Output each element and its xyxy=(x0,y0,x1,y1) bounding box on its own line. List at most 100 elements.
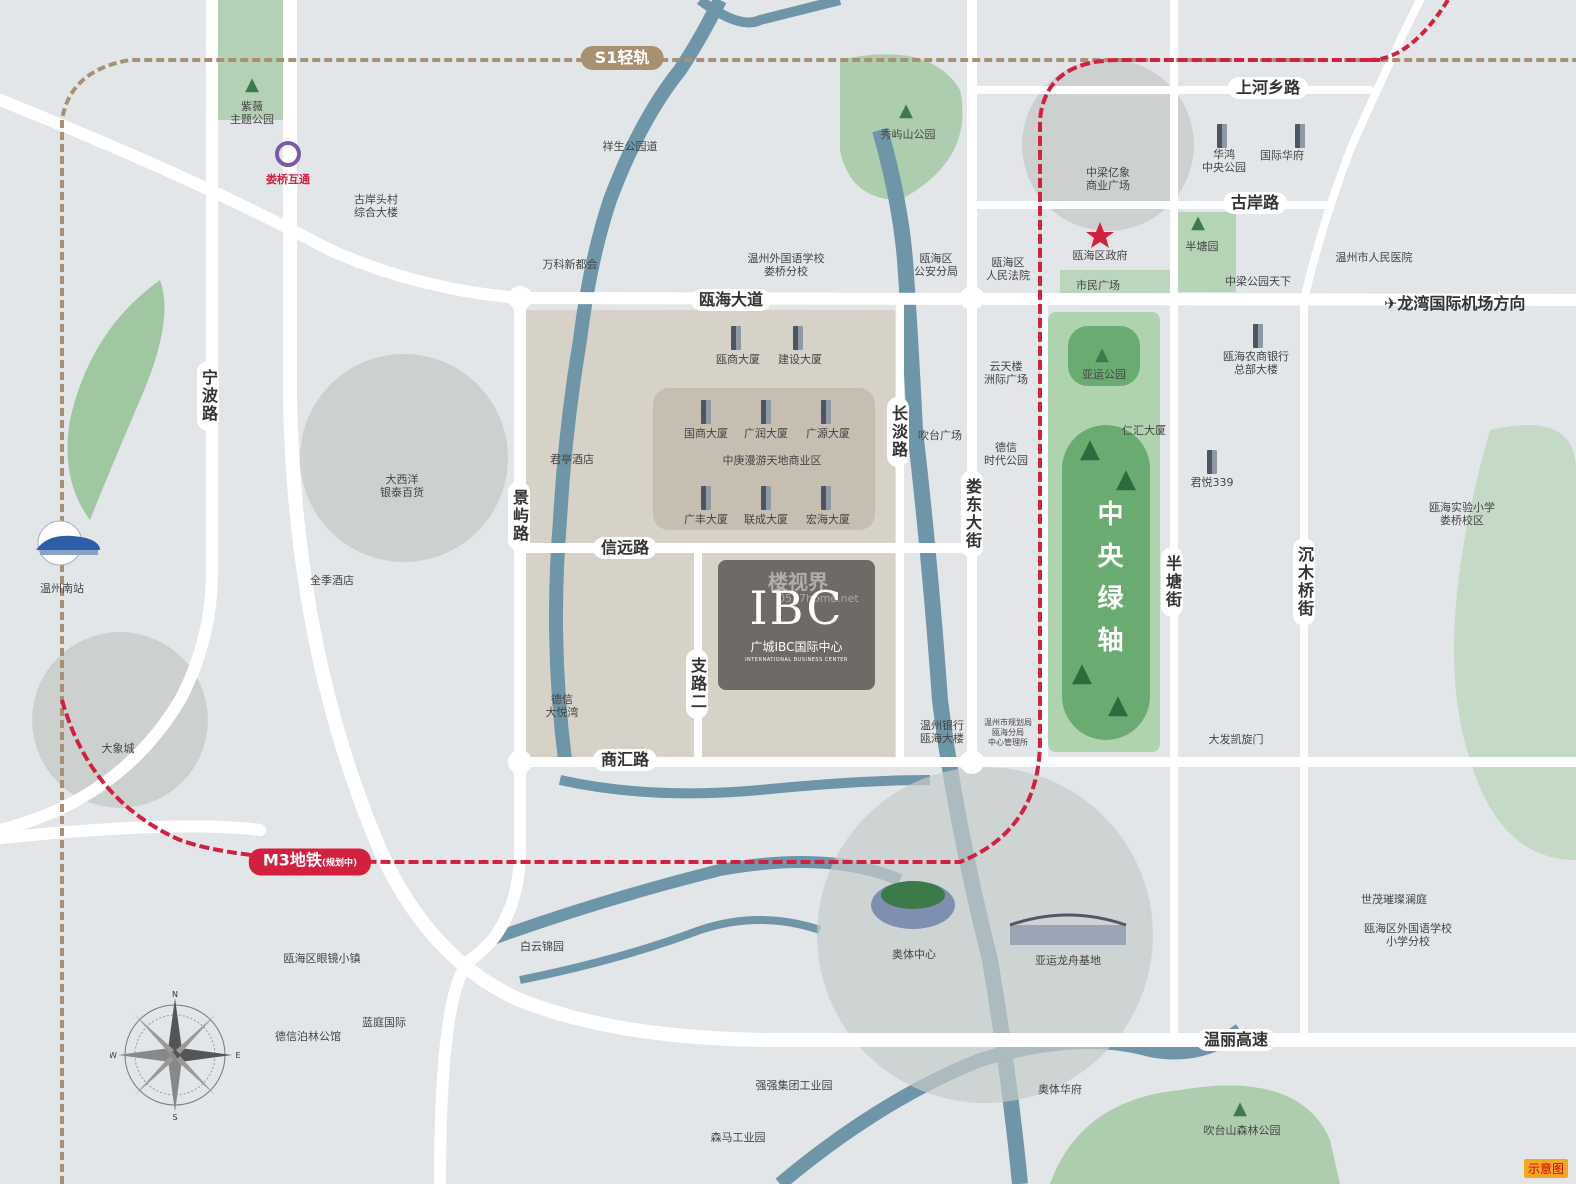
road-shanghui: 商汇路 xyxy=(592,749,658,771)
building-icon xyxy=(1207,450,1217,474)
tree-icon: ▲ xyxy=(1116,464,1136,494)
place-zhongliang-tianxia: 中梁公园天下 xyxy=(1225,275,1291,288)
place-wenzhou-bank: 温州银行瓯海大楼 xyxy=(920,719,964,745)
m3-rail-label[interactable]: M3地铁(规划中) xyxy=(248,848,372,876)
road-zhilu2: 支路二 xyxy=(686,649,708,719)
compass-south: S xyxy=(172,1113,177,1120)
place-guoji-huafu: 国际华府 xyxy=(1260,149,1304,162)
place-bolin: 德信泊林公馆 xyxy=(275,1030,341,1043)
place-dragon-boat-base: 亚运龙舟基地 xyxy=(1035,954,1101,967)
road-changdan: 长淡路 xyxy=(887,397,909,467)
s1-rail-text: S1轻轨 xyxy=(594,48,650,67)
place-bantang-park: 半塘园 xyxy=(1185,240,1219,253)
place-quanji-hotel: 全季酒店 xyxy=(310,574,354,587)
place-guoshang: 国商大厦 xyxy=(684,427,728,440)
place-zhonggeng: 中庚漫游天地商业区 xyxy=(722,454,822,467)
road-loudong: 娄东大街 xyxy=(961,470,983,558)
road-ouhai: 瓯海大道 xyxy=(690,289,772,311)
building-icon xyxy=(821,400,831,424)
compass-rose: N S E W xyxy=(110,990,240,1120)
central-green-axis-label: 中央绿轴 xyxy=(1093,500,1123,668)
place-lanting: 蓝庭国际 xyxy=(362,1016,406,1029)
place-police: 瓯海区公安分局 xyxy=(914,252,958,278)
place-qiangqiang: 强强集团工业园 xyxy=(755,1079,833,1092)
park-icon: ▲ xyxy=(245,74,259,95)
compass-west: W xyxy=(110,1051,117,1060)
building-icon xyxy=(1253,324,1263,348)
place-vanke: 万科新都会 xyxy=(542,258,598,271)
place-planning-bureau: 温州市规划局瓯海分局中心管理所 xyxy=(984,718,1032,747)
place-oushang: 瓯商大厦 xyxy=(716,353,760,366)
ibc-logo: IBC xyxy=(749,581,844,635)
s1-rail-label[interactable]: S1轻轨 xyxy=(580,46,664,70)
watermark-url: 0577home.net xyxy=(778,592,859,605)
place-government: 瓯海区政府 xyxy=(1072,249,1128,262)
place-dexin-park: 德信时代公园 xyxy=(984,441,1028,467)
tree-icon: ▲ xyxy=(1108,690,1128,720)
place-zhiwei-park: 紫薇主题公园 xyxy=(230,100,274,126)
building-icon xyxy=(821,486,831,510)
place-xiangsheng: 祥生公园道 xyxy=(602,140,658,153)
place-junting-hotel: 君亭酒店 xyxy=(550,453,594,466)
schematic-badge: 示意图 xyxy=(1523,1159,1568,1178)
ibc-name: 广城IBC国际中心 xyxy=(750,640,843,654)
compass-east: E xyxy=(235,1051,240,1060)
place-dafa: 大发凯旋门 xyxy=(1208,733,1264,746)
tree-icon: ▲ xyxy=(1072,658,1092,688)
place-xiuyu-park: 秀屿山公园 xyxy=(880,128,936,141)
place-intime: 大西洋银泰百货 xyxy=(380,473,424,499)
compass-north: N xyxy=(172,990,178,999)
place-huahong: 华鸿中央公园 xyxy=(1202,148,1246,174)
place-guangfeng: 广丰大厦 xyxy=(684,513,728,526)
place-court: 瓯海区人民法院 xyxy=(986,256,1030,282)
train-icon xyxy=(36,520,100,566)
building-icon xyxy=(701,486,711,510)
place-senma: 森马工业园 xyxy=(710,1131,766,1144)
park-icon: ▲ xyxy=(1233,1098,1247,1119)
place-louqiao-interchange: 娄桥互通 xyxy=(266,173,310,186)
ibc-project-marker[interactable]: 楼视界 0577home.net IBC 广城IBC国际中心 INTERNATI… xyxy=(718,560,875,690)
place-chuitaishan-park: 吹台山森林公园 xyxy=(1203,1124,1281,1137)
place-glasses-town: 瓯海区眼镜小镇 xyxy=(283,952,361,965)
road-chenmuqiao: 沉木桥街 xyxy=(1293,538,1315,626)
place-liancheng: 联成大厦 xyxy=(744,513,788,526)
place-wenzhou-south-station: 温州南站 xyxy=(40,582,84,595)
park-icon: ▲ xyxy=(1095,344,1109,365)
building-icon xyxy=(793,326,803,350)
building-icon xyxy=(1295,124,1305,148)
place-renhui: 仁汇大厦 xyxy=(1122,424,1166,437)
m3-rail-note: (规划中) xyxy=(321,858,358,869)
road-xinyuan: 信远路 xyxy=(592,537,658,559)
place-jianshe: 建设大厦 xyxy=(778,353,822,366)
m3-rail-text: M3地铁 xyxy=(262,850,322,870)
airport-direction-text: 龙湾国际机场方向 xyxy=(1397,294,1526,313)
road-ningbo: 宁波路 xyxy=(197,361,219,431)
place-asian-games-park: 亚运公园 xyxy=(1082,368,1126,381)
place-zhongliang-plaza: 中梁亿象商业广场 xyxy=(1086,166,1130,192)
building-icon xyxy=(761,486,771,510)
place-chuitai-square: 吹台广场 xyxy=(918,429,962,442)
place-honghai: 宏海大厦 xyxy=(806,513,850,526)
place-shimao: 世茂璀璨澜庭 xyxy=(1361,893,1427,906)
place-yuntian: 云天楼洲际广场 xyxy=(984,360,1028,386)
place-citizen-square: 市民广场 xyxy=(1076,279,1120,292)
road-wenli: 温丽高速 xyxy=(1195,1029,1277,1051)
place-guangrun: 广润大厦 xyxy=(744,427,788,440)
road-bantang: 半塘街 xyxy=(1161,547,1183,617)
place-experimental-school: 瓯海实验小学娄桥校区 xyxy=(1429,501,1495,527)
watermark: 楼视界 xyxy=(768,570,828,594)
place-olympic-center: 奥体中心 xyxy=(892,948,936,961)
place-baiyun: 白云锦园 xyxy=(520,940,564,953)
plane-icon: ✈ xyxy=(1384,294,1398,313)
place-guangyuan: 广源大厦 xyxy=(806,427,850,440)
building-icon xyxy=(761,400,771,424)
tree-icon: ▲ xyxy=(1080,434,1100,464)
ibc-english-name: INTERNATIONAL BUSINESS CENTER xyxy=(745,657,848,663)
road-jingyu: 景屿路 xyxy=(508,481,530,551)
place-foreign-school-primary: 瓯海区外国语学校小学分校 xyxy=(1364,922,1452,948)
building-icon xyxy=(731,326,741,350)
place-rural-bank: 瓯海农商银行总部大楼 xyxy=(1223,350,1289,376)
place-dexin-dayuewan: 德信大悦湾 xyxy=(545,693,579,719)
building-icon xyxy=(1217,124,1227,148)
